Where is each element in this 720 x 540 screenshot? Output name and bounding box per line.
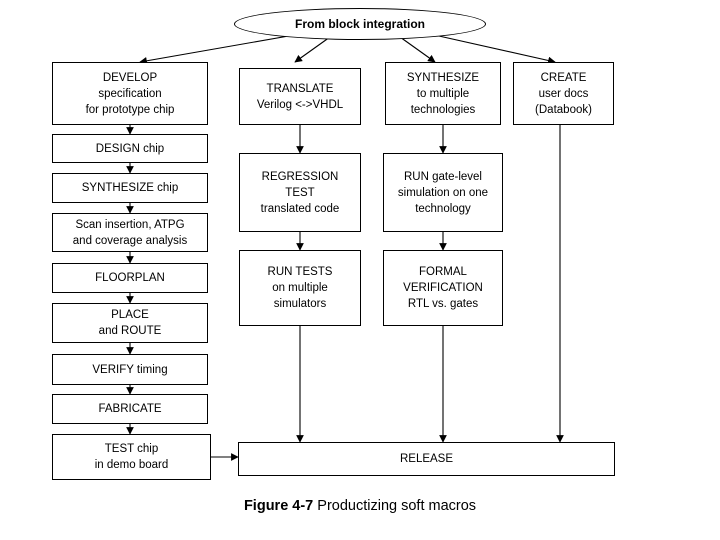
node-develop-label: DEVELOP specification for prototype chip — [85, 71, 175, 116]
node-verify-timing[interactable]: VERIFY timing — [52, 354, 208, 385]
node-release[interactable]: RELEASE — [238, 442, 615, 476]
node-test-chip-label: TEST chip in demo board — [94, 443, 169, 471]
node-synthesize-chip[interactable]: SYNTHESIZE chip — [52, 173, 208, 203]
node-design-chip[interactable]: DESIGN chip — [52, 134, 208, 163]
figure-caption: Figure 4-7 Productizing soft macros — [0, 498, 720, 514]
node-place-and-route[interactable]: PLACE and ROUTE — [52, 303, 208, 343]
node-synthesize-multiple[interactable]: SYNTHESIZE to multiple technologies — [385, 62, 501, 125]
node-run-tests-label: RUN TESTS on multiple simulators — [267, 266, 333, 310]
node-formal-label: FORMAL VERIFICATION RTL vs. gates — [403, 266, 483, 310]
node-test-chip[interactable]: TEST chip in demo board — [52, 434, 211, 480]
node-run-tests[interactable]: RUN TESTS on multiple simulators — [239, 250, 361, 326]
node-run-gate-label: RUN gate-level simulation on one technol… — [397, 170, 489, 215]
node-verify-label: VERIFY timing — [92, 363, 168, 376]
edge-start-synthesize — [399, 36, 436, 63]
figure-title: Productizing soft macros — [313, 498, 477, 514]
node-scan-insertion[interactable]: Scan insertion, ATPG and coverage analys… — [52, 213, 208, 252]
start-node-label: From block integration — [294, 17, 425, 31]
node-translate-label: TRANSLATE Verilog <->VHDL — [256, 82, 344, 111]
node-run-gate-level-simulation[interactable]: RUN gate-level simulation on one technol… — [383, 153, 503, 232]
node-release-label: RELEASE — [399, 453, 454, 465]
node-formal-verification[interactable]: FORMAL VERIFICATION RTL vs. gates — [383, 250, 503, 326]
node-design-label: DESIGN chip — [95, 142, 165, 155]
node-synthesize-chip-label: SYNTHESIZE chip — [81, 182, 179, 194]
node-fabricate-label: FABRICATE — [98, 403, 162, 415]
node-floorplan[interactable]: FLOORPLAN — [52, 263, 208, 293]
node-synthesize-multi-label: SYNTHESIZE to multiple technologies — [406, 71, 480, 116]
edge-start-translate — [294, 36, 331, 63]
node-fabricate[interactable]: FABRICATE — [52, 394, 208, 424]
figure-number: Figure 4-7 — [243, 498, 314, 514]
node-create-user-docs[interactable]: CREATE user docs (Databook) — [513, 62, 614, 125]
start-node-from-block-integration[interactable]: From block integration — [234, 8, 486, 40]
node-translate[interactable]: TRANSLATE Verilog <->VHDL — [239, 68, 361, 125]
node-floorplan-label: FLOORPLAN — [95, 272, 165, 284]
node-regression-test[interactable]: REGRESSION TEST translated code — [239, 153, 361, 232]
node-regression-label: REGRESSION TEST translated code — [260, 170, 340, 215]
node-create-docs-label: CREATE user docs (Databook) — [535, 71, 592, 116]
edge-start-develop — [139, 33, 301, 65]
node-scan-label: Scan insertion, ATPG and coverage analys… — [72, 218, 188, 247]
node-develop-specification[interactable]: DEVELOP specification for prototype chip — [52, 62, 208, 125]
node-place-label: PLACE and ROUTE — [98, 309, 162, 337]
edge-start-create — [429, 33, 556, 65]
